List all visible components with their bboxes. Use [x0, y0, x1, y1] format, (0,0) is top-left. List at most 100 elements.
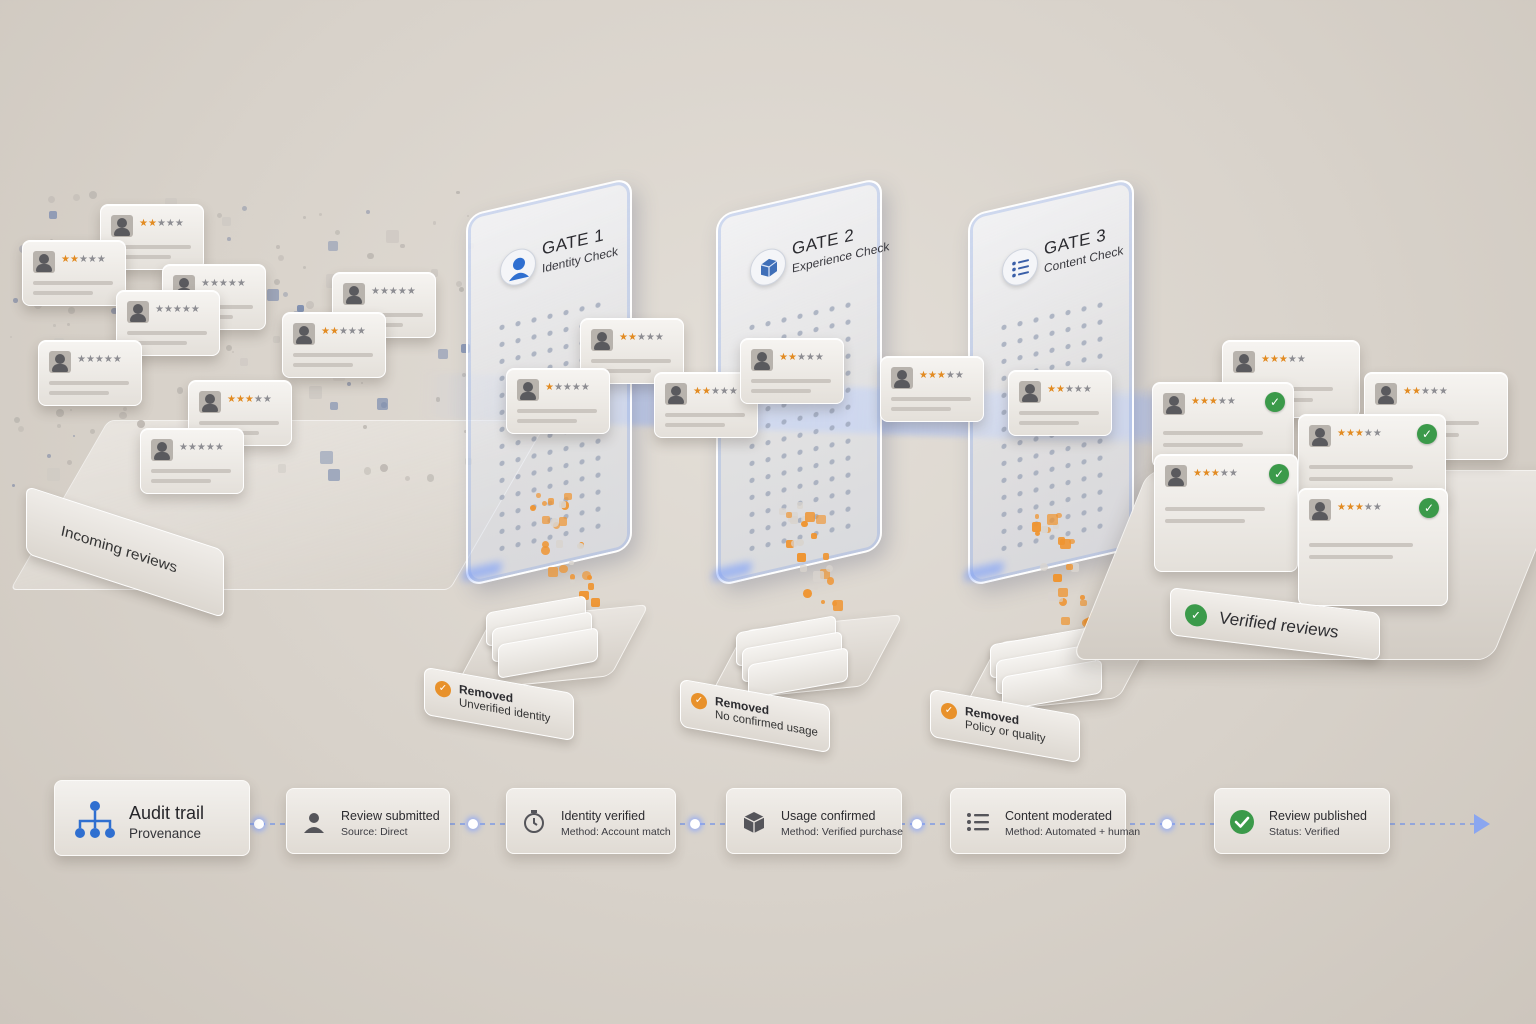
review-card: ★★★★★ — [880, 356, 984, 422]
particle-dot — [56, 409, 64, 418]
rejected-particle — [576, 542, 584, 550]
rejected-particle — [789, 515, 799, 525]
particle-dot — [53, 324, 56, 327]
rejected-particle — [549, 517, 559, 527]
avatar-icon — [199, 391, 221, 413]
particle-cube — [221, 217, 231, 227]
star-rating: ★★★★★ — [155, 304, 200, 315]
particle-cube — [267, 289, 280, 302]
rejected-particle — [1040, 526, 1048, 534]
rejected-particle — [826, 577, 835, 585]
box-icon — [750, 245, 786, 290]
particle-dot — [458, 287, 464, 293]
avatar-icon — [111, 215, 133, 237]
check-icon: ✓ — [1265, 392, 1285, 412]
rejected-particle — [1052, 522, 1060, 529]
particle-dot — [365, 210, 370, 214]
rejected-particle — [1080, 599, 1087, 607]
rejected-particle — [569, 578, 575, 584]
rejected-particle — [569, 560, 574, 566]
particle-dot — [303, 215, 306, 219]
rejected-particle — [803, 589, 813, 598]
gate-1-panel: GATE 1 Identity Check — [462, 176, 632, 588]
rejected-particle — [1058, 587, 1069, 598]
rejected-particle — [1061, 616, 1071, 626]
review-card: ★★★★★✓ — [1152, 382, 1294, 468]
rejected-particle — [813, 571, 825, 583]
particle-dot — [467, 214, 470, 218]
particle-cube — [376, 397, 389, 410]
step-usage-confirmed: Usage confirmed Method: Verified purchas… — [726, 788, 903, 854]
rejected-particle — [813, 585, 819, 590]
particle-cube — [460, 344, 471, 354]
particle-dot — [137, 419, 145, 428]
avatar-icon — [127, 301, 149, 323]
rejected-particle — [555, 540, 563, 548]
avatar-icon — [151, 439, 173, 461]
rejected-particle — [564, 492, 572, 501]
particle-dot — [227, 236, 232, 241]
check-icon: ✓ — [1419, 498, 1439, 518]
particle-dot — [10, 336, 13, 339]
particle-dot — [464, 429, 468, 433]
rejected-particle — [542, 515, 551, 524]
rejected-particle — [1056, 512, 1062, 519]
particle-dot — [13, 297, 18, 303]
particle-cube — [47, 467, 61, 481]
rejected-particle — [791, 540, 798, 547]
rejected-particle — [820, 569, 831, 580]
particle-dot — [111, 308, 118, 315]
particle-dot — [226, 344, 233, 351]
particle-dot — [46, 453, 52, 459]
rejected-particle — [1069, 538, 1075, 545]
particle-dot — [89, 428, 96, 435]
rejected-particle — [795, 538, 804, 547]
particle-dot — [66, 459, 72, 465]
particle-dot — [456, 281, 463, 288]
rejected-particle — [816, 514, 827, 525]
rejected-particle — [587, 583, 595, 590]
rejected-particle — [579, 590, 589, 601]
avatar-icon — [33, 251, 55, 273]
particle-cube — [328, 468, 341, 481]
review-card: ★★★★★✓ — [1298, 488, 1448, 606]
particle-dot — [362, 424, 368, 430]
particle-cube — [240, 358, 249, 367]
avatar-icon — [49, 351, 71, 373]
particle-cube — [273, 336, 280, 343]
review-card: ★★★★★✓ — [1154, 454, 1298, 572]
hierarchy-icon — [75, 801, 115, 838]
rejected-particle — [586, 574, 592, 580]
particle-dot — [66, 323, 70, 327]
particle-dot — [176, 387, 184, 394]
list-icon — [967, 813, 989, 831]
rejected-particle — [822, 553, 830, 560]
particle-dot — [318, 212, 323, 217]
audit-title: Audit trail — [129, 803, 205, 823]
user-icon — [500, 245, 536, 290]
rejected-particle — [825, 564, 834, 573]
particle-cube — [330, 402, 339, 411]
star-rating: ★★★★★ — [179, 442, 224, 453]
particle-dot — [302, 266, 306, 270]
particle-dot — [282, 292, 288, 298]
star-rating: ★★★★★ — [321, 326, 366, 337]
user-icon — [304, 813, 324, 833]
rejected-particle — [1058, 597, 1068, 607]
particle-dot — [277, 254, 284, 261]
rejected-particle — [1035, 530, 1041, 537]
rejected-particle — [529, 505, 536, 512]
review-card: ★★★★★ — [282, 312, 386, 378]
particle-dot — [72, 434, 75, 437]
gate-3-panel: GATE 3 Content Check — [964, 176, 1134, 588]
rejected-particle — [547, 497, 555, 505]
star-rating: ★★★★★ — [371, 286, 416, 297]
particle-dot — [367, 252, 374, 259]
rejected-particle — [558, 517, 568, 526]
particle-dot — [242, 205, 248, 211]
review-card: ★★★★★ — [22, 240, 126, 306]
particle-dot — [72, 193, 81, 202]
particle-cube — [328, 240, 339, 251]
particle-dot — [231, 350, 235, 354]
particle-cube — [296, 305, 304, 313]
